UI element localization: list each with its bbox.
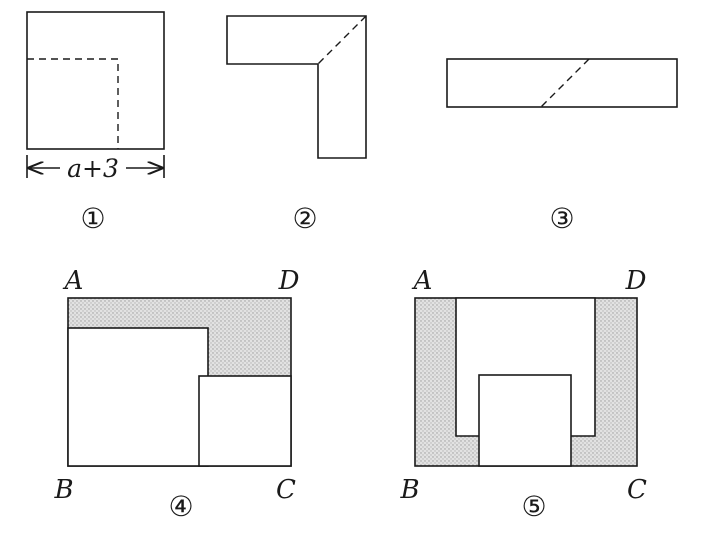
corner-b: B	[399, 475, 419, 505]
large-square	[67, 327, 209, 467]
corner-d: D	[625, 266, 647, 296]
figure-2: ②	[226, 15, 367, 235]
caption-2: ②	[292, 202, 317, 235]
figure-1: a+3 ①	[26, 11, 165, 235]
corner-c: C	[627, 475, 647, 505]
caption-5: ⑤	[521, 490, 546, 523]
figure-4: A D B C ④	[53, 266, 299, 523]
caption-3: ③	[549, 202, 574, 235]
square-outline	[26, 11, 165, 150]
corner-a: A	[412, 266, 433, 296]
cut-line-dashed	[27, 58, 119, 149]
corner-d: D	[278, 266, 300, 296]
figure-3: ③	[446, 58, 678, 235]
figure-5: A D B C ⑤	[399, 266, 647, 523]
strip-outline	[446, 58, 678, 108]
diagonal-cut-line	[317, 15, 367, 65]
caption-1: ①	[80, 202, 105, 235]
dimension-label: a+3	[67, 154, 119, 183]
small-square	[478, 374, 572, 467]
corner-c: C	[276, 475, 296, 505]
diagonal-cut-line	[540, 58, 590, 108]
caption-4: ④	[168, 490, 193, 523]
small-square	[198, 375, 292, 467]
corner-b: B	[53, 475, 73, 505]
corner-a: A	[63, 266, 84, 296]
